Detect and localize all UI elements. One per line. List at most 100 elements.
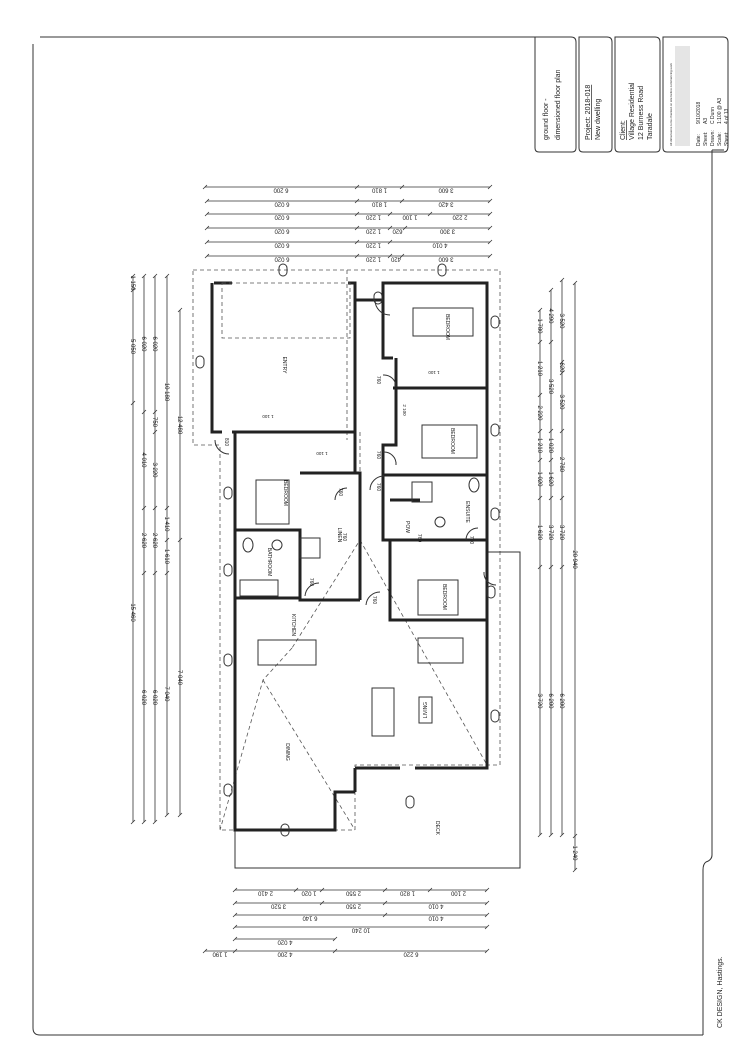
- door-width-label: 760: [308, 578, 314, 587]
- dim-tick: [537, 564, 543, 570]
- dim-label-bottom: 4 010: [428, 915, 444, 921]
- door-width-label: 760: [341, 533, 347, 542]
- door-width-label: 760: [416, 534, 422, 543]
- dim-tick: [387, 225, 393, 231]
- window-tag: [223, 783, 233, 797]
- dim-tick: [487, 225, 493, 231]
- dim-tick: [232, 936, 238, 942]
- dim-label-right: 3 520: [547, 379, 553, 395]
- room-bedroom-1: BEDROOM: [444, 314, 450, 340]
- dim-label-left: 12 480: [176, 416, 182, 435]
- sheet-border: [32, 36, 713, 1036]
- room-labels: ENTRY BEDROOM BEDROOM BEDROOM BEDROOM BA…: [266, 314, 470, 836]
- dim-tick: [559, 428, 565, 434]
- client-label: Client:: [620, 120, 627, 140]
- door-width-label: 760: [337, 488, 343, 497]
- dim-tick: [164, 537, 170, 543]
- dim-label-right: 3 520: [558, 313, 564, 329]
- dim-label-bottom: 4 020: [277, 939, 293, 945]
- dim-tick: [141, 273, 147, 279]
- dim-tick: [130, 287, 136, 293]
- dim-tick: [548, 339, 554, 345]
- dim-label-bottom: 1 190: [212, 951, 228, 957]
- dim-tick: [537, 495, 543, 501]
- bed-1: [412, 307, 474, 337]
- dim-label-right: 1 210: [536, 438, 542, 454]
- dim-label-top: 1 220: [365, 228, 381, 234]
- detail-value: C Dunn: [710, 107, 716, 124]
- dim-label-left: 2 620: [151, 533, 157, 549]
- project-number: Project: 2018-018: [585, 85, 592, 140]
- living-label-box: [418, 696, 433, 724]
- dim-label-top: 1 810: [371, 201, 387, 207]
- detail-label: Scale:: [717, 132, 723, 146]
- door-width-label: 760: [468, 536, 474, 545]
- dim-tick: [382, 912, 388, 918]
- dim-label-right: 6 200: [547, 693, 553, 709]
- door-width-label: 760: [375, 376, 381, 385]
- dim-label-top: 6 020: [274, 242, 290, 248]
- window-tag: [490, 315, 500, 329]
- dim-label-right: 1 210: [536, 361, 542, 377]
- dim-tick: [559, 564, 565, 570]
- dim-tick: [141, 505, 147, 511]
- dim-tick: [537, 457, 543, 463]
- room-bedroom-2: BEDROOM: [449, 428, 455, 454]
- dim-tick: [382, 887, 388, 893]
- dim-label-right: 2 220: [536, 405, 542, 421]
- window-tag: [490, 423, 500, 437]
- dim-label-top: 1 220: [365, 214, 381, 220]
- sofa-bedroom: [417, 637, 464, 664]
- firm-name: CK DESIGN, Hastings.: [717, 956, 724, 1028]
- garage-roof-dashed: [221, 282, 351, 339]
- dim-tick: [152, 570, 158, 576]
- dim-tick: [293, 887, 299, 893]
- dim-tick: [484, 912, 490, 918]
- ensuite-toilet: [468, 477, 480, 493]
- dim-label-right: 1 620: [547, 471, 553, 487]
- dim-label-right: 6 200: [558, 693, 564, 709]
- dim-tick: [354, 253, 360, 259]
- detail-value: 9/10/2018: [696, 102, 702, 124]
- dim-tick: [559, 359, 565, 365]
- bed-3: [255, 479, 290, 525]
- dim-tick: [152, 505, 158, 511]
- dim-label-left: 6 020: [140, 690, 146, 706]
- dim-label-top: 3 600: [438, 256, 454, 262]
- dim-tick: [204, 198, 210, 204]
- dim-label-bottom: 2 550: [345, 903, 361, 909]
- dim-tick: [487, 184, 493, 190]
- dim-tick: [354, 198, 360, 204]
- dim-tick: [152, 819, 158, 825]
- dim-tick: [572, 867, 578, 873]
- dim-tick: [164, 505, 170, 511]
- dim-tick: [319, 887, 325, 893]
- dim-label-top: 3 300: [439, 228, 455, 234]
- internal-dimension: 1 100: [316, 451, 328, 456]
- dim-tick: [399, 253, 405, 259]
- dim-tick: [141, 819, 147, 825]
- dim-tick: [559, 832, 565, 838]
- dim-label-bottom: 4 010: [428, 903, 444, 909]
- dim-tick: [202, 184, 208, 190]
- dim-label-top: 620: [392, 228, 403, 234]
- kitchen-island: [257, 639, 317, 666]
- dim-label-left: 3 220: [151, 462, 157, 478]
- dim-tick: [332, 936, 338, 942]
- bathtub: [239, 579, 279, 597]
- dim-tick: [572, 280, 578, 286]
- dim-tick: [204, 239, 210, 245]
- dim-tick: [152, 273, 158, 279]
- window-tag: [223, 653, 233, 667]
- dim-label-top: 4 010: [432, 242, 448, 248]
- dim-label-left: 1 410: [163, 516, 169, 532]
- window-tag: [405, 795, 415, 809]
- sofa-living: [371, 687, 395, 737]
- room-wc: POW: [404, 521, 410, 533]
- dim-tick: [402, 225, 408, 231]
- ensuite-basin: [434, 516, 446, 528]
- detail-label: Drawn:: [710, 130, 716, 146]
- dim-tick: [152, 409, 158, 415]
